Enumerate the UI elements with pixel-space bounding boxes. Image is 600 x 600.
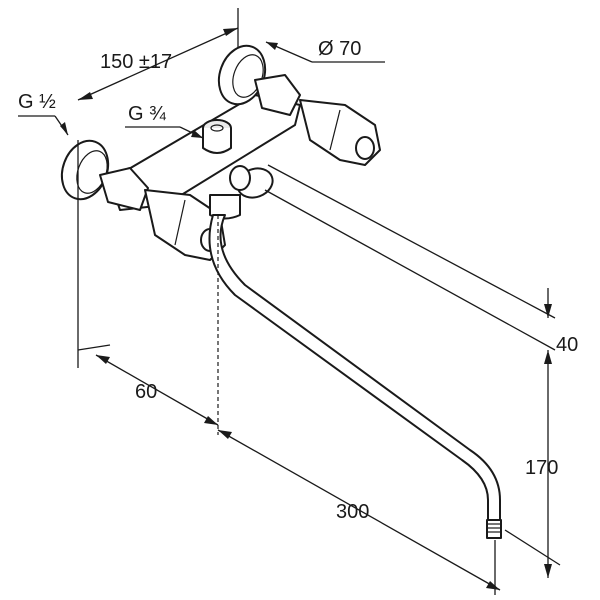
label-center-distance: 150 ±17 (100, 51, 172, 73)
dimension-lines (18, 8, 561, 595)
label-rosette-diameter: Ø 70 (318, 38, 361, 60)
spout (208, 214, 502, 539)
label-spout-height: 170 (525, 457, 558, 479)
label-spout-height-offset: 40 (556, 334, 578, 356)
label-spout-reach: 300 (336, 501, 369, 523)
label-wall-distance: 60 (135, 381, 157, 403)
label-thread-three-quarter: G ¾ (128, 103, 166, 125)
aerator (486, 519, 502, 539)
label-thread-half: G ½ (18, 91, 56, 113)
faucet-body (60, 44, 381, 261)
spout-collar (209, 194, 241, 220)
